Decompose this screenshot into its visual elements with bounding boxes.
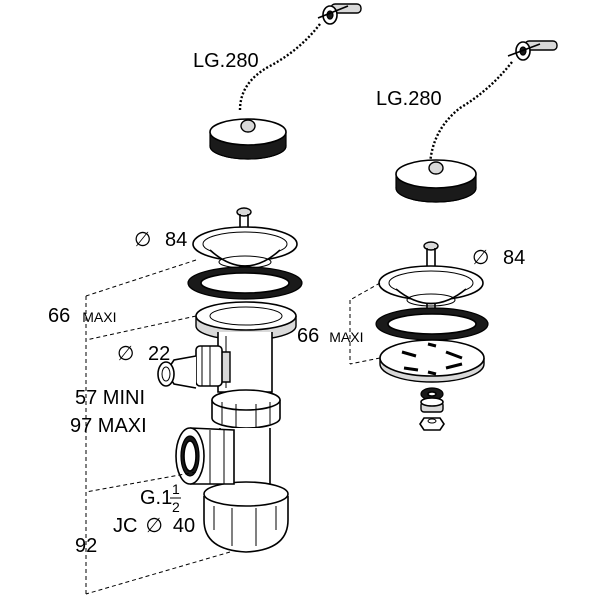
right-chain <box>428 61 513 166</box>
chain-length-label-left: LG.280 <box>193 50 259 72</box>
right-plug <box>395 159 477 203</box>
left-plug <box>209 118 287 160</box>
adjust-label-min: 57 MINI <box>75 387 145 409</box>
left-seal-ring <box>187 266 303 300</box>
left-waste-assembly <box>157 207 303 553</box>
thread-fraction-num: 1 <box>172 481 180 497</box>
right-back-plate <box>379 339 485 383</box>
left-plug-chain <box>209 3 362 160</box>
right-waste-assembly <box>375 241 489 431</box>
diameter-label-strainer-right: ∅ 84 <box>472 247 525 269</box>
thread-label: G.1 <box>140 487 172 509</box>
trap-depth-label: 92 <box>75 535 97 557</box>
chain-length-label-right: LG.280 <box>376 88 442 110</box>
right-fixing-washer <box>420 387 444 413</box>
thread-fraction-den: 2 <box>172 499 180 515</box>
left-strainer <box>192 226 298 269</box>
joint-label: JC∅40 <box>113 515 195 537</box>
left-waste-connector <box>175 427 235 485</box>
right-dimension-lines <box>349 282 381 365</box>
diameter-label-outlet: ∅ 22 <box>117 343 170 365</box>
right-seal-ring <box>375 307 489 341</box>
left-chain <box>238 23 321 111</box>
adjust-label-max: 97 MAXI <box>70 415 147 437</box>
right-strainer <box>378 265 484 307</box>
right-chain-bolt <box>507 40 558 61</box>
left-chain-bolt <box>317 3 362 25</box>
left-dimension-lines <box>85 259 231 595</box>
right-fixing-nut <box>419 417 445 431</box>
diameter-label-strainer-left: ∅ 84 <box>134 229 187 251</box>
left-overflow-outlet <box>157 345 231 389</box>
right-plug-chain <box>395 40 558 203</box>
left-trap-nut <box>211 389 281 429</box>
